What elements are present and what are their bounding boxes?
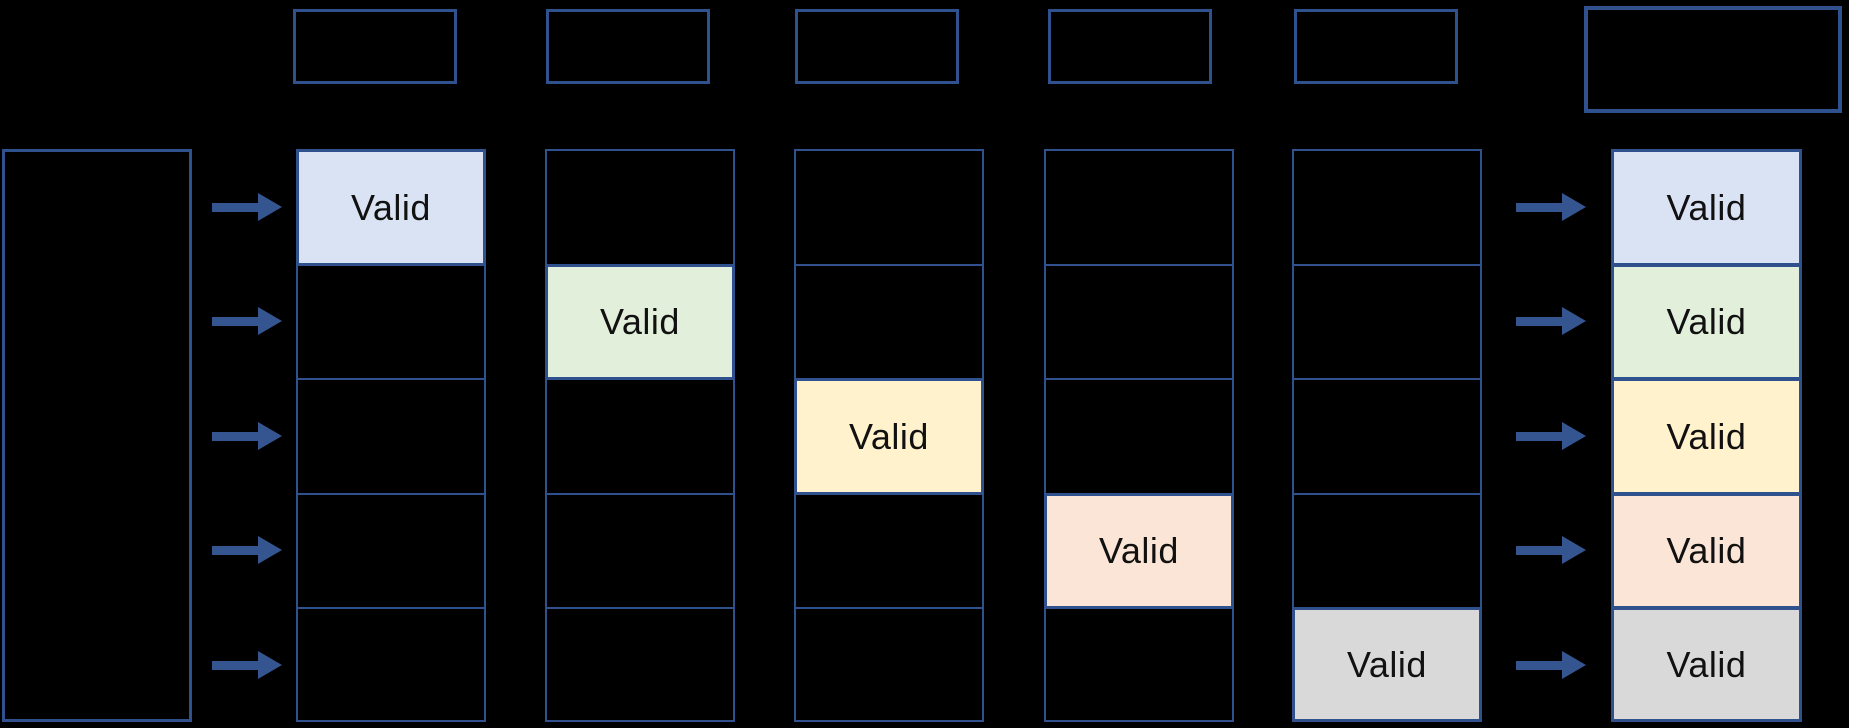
arrow-shaft [212, 316, 262, 326]
valid-cell-column-1-row-1: Valid [296, 149, 486, 266]
cell-column-1-row-5 [296, 607, 486, 722]
cell-column-2-row-1 [545, 149, 735, 266]
result-valid-cell-row-2: Valid [1611, 264, 1802, 380]
cell-column-4-row-1 [1044, 149, 1234, 266]
header-box-5 [1294, 9, 1458, 84]
valid-label: Valid [1666, 186, 1747, 228]
header-box-3 [795, 9, 959, 84]
valid-label: Valid [849, 415, 929, 457]
result-valid-cell-row-4: Valid [1611, 493, 1802, 609]
cell-column-1-row-3 [296, 378, 486, 495]
output-arrow-row-4 [1516, 536, 1586, 564]
header-box-4 [1048, 9, 1212, 84]
arrow-shaft [1516, 431, 1566, 441]
arrow-head [1562, 651, 1586, 679]
input-arrow-row-2 [212, 307, 282, 335]
arrow-head [1562, 307, 1586, 335]
cell-column-1-row-2 [296, 264, 486, 380]
cell-column-5-row-3 [1292, 378, 1482, 495]
cell-column-4-row-5 [1044, 607, 1234, 722]
arrow-shaft [212, 545, 262, 555]
cell-column-2-row-3 [545, 378, 735, 495]
input-arrow-row-5 [212, 651, 282, 679]
cell-column-5-row-2 [1292, 264, 1482, 380]
source-box [2, 149, 192, 722]
arrow-head [258, 422, 282, 450]
output-arrow-row-5 [1516, 651, 1586, 679]
cell-column-3-row-4 [794, 493, 984, 609]
arrow-head [1562, 193, 1586, 221]
cell-column-2-row-4 [545, 493, 735, 609]
valid-label: Valid [1347, 643, 1427, 685]
arrow-shaft [1516, 660, 1566, 670]
input-arrow-row-4 [212, 536, 282, 564]
output-arrow-row-1 [1516, 193, 1586, 221]
output-arrow-row-2 [1516, 307, 1586, 335]
result-valid-cell-row-3: Valid [1611, 378, 1802, 495]
output-arrow-row-3 [1516, 422, 1586, 450]
valid-label: Valid [1666, 643, 1747, 685]
arrow-shaft [1516, 545, 1566, 555]
header-box-1 [293, 9, 457, 84]
cell-column-3-row-5 [794, 607, 984, 722]
header-box-2 [546, 9, 710, 84]
cell-column-4-row-2 [1044, 264, 1234, 380]
input-arrow-row-1 [212, 193, 282, 221]
cell-column-5-row-4 [1292, 493, 1482, 609]
cell-column-3-row-1 [794, 149, 984, 266]
valid-label: Valid [600, 301, 680, 342]
result-header-box [1584, 6, 1842, 113]
valid-cell-column-4-row-4: Valid [1044, 493, 1234, 609]
cell-column-4-row-3 [1044, 378, 1234, 495]
cell-column-3-row-2 [794, 264, 984, 380]
arrow-head [1562, 422, 1586, 450]
valid-cell-column-2-row-2: Valid [545, 264, 735, 380]
valid-label: Valid [1666, 530, 1747, 571]
arrow-head [258, 193, 282, 221]
arrow-head [258, 536, 282, 564]
arrow-head [258, 307, 282, 335]
result-valid-cell-row-1: Valid [1611, 149, 1802, 266]
valid-label: Valid [1666, 415, 1747, 457]
valid-label: Valid [351, 186, 431, 228]
cell-column-2-row-5 [545, 607, 735, 722]
arrow-shaft [212, 431, 262, 441]
arrow-head [1562, 536, 1586, 564]
arrow-shaft [212, 202, 262, 212]
valid-label: Valid [1666, 301, 1747, 342]
arrow-shaft [212, 660, 262, 670]
arrow-head [258, 651, 282, 679]
cell-column-1-row-4 [296, 493, 486, 609]
result-valid-cell-row-5: Valid [1611, 607, 1802, 722]
arrow-shaft [1516, 202, 1566, 212]
valid-cell-column-5-row-5: Valid [1292, 607, 1482, 722]
valid-label: Valid [1099, 530, 1179, 571]
arrow-shaft [1516, 316, 1566, 326]
input-arrow-row-3 [212, 422, 282, 450]
valid-cell-column-3-row-3: Valid [794, 378, 984, 495]
cell-column-5-row-1 [1292, 149, 1482, 266]
